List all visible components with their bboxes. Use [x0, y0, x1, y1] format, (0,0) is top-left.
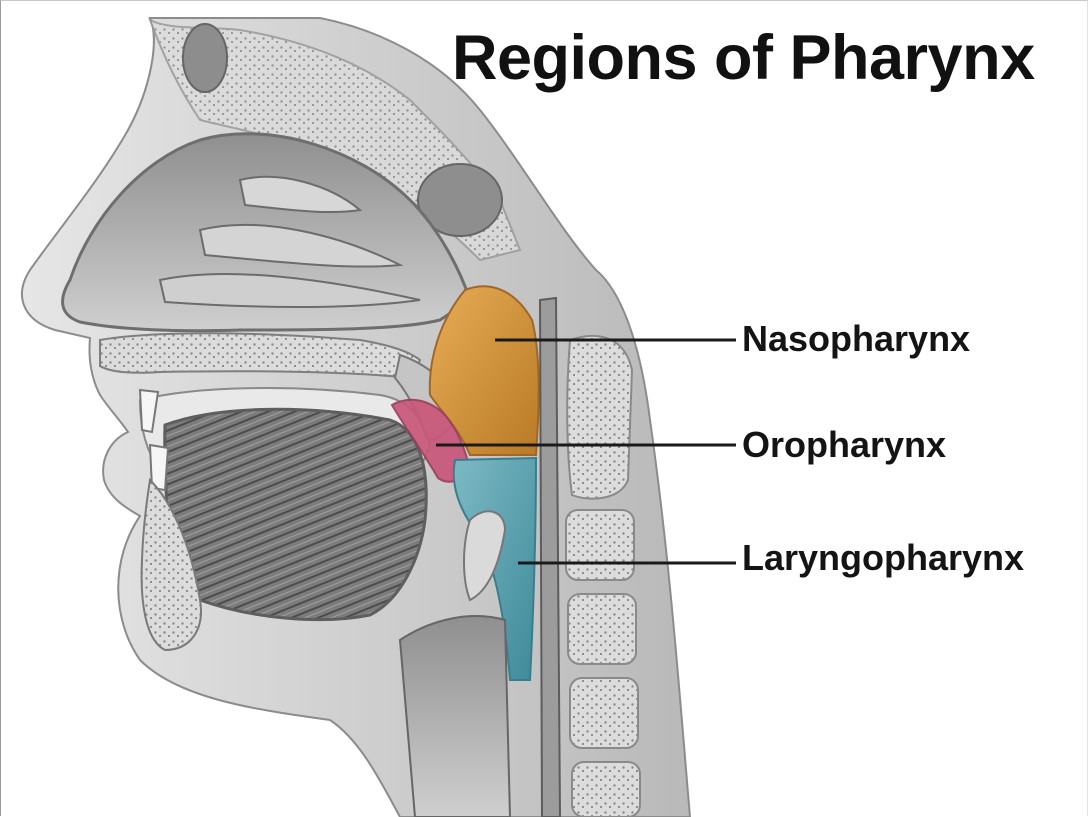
tongue: [165, 409, 426, 619]
nasopharynx-label: Nasopharynx: [742, 318, 970, 360]
larynx-trachea: [400, 616, 510, 817]
frontal-sinus: [183, 24, 227, 92]
oropharynx-label: Oropharynx: [742, 424, 946, 466]
laryngopharynx-label: Laryngopharynx: [742, 537, 1024, 579]
esophagus: [540, 298, 560, 817]
cervical-vertebrae: [566, 336, 640, 817]
